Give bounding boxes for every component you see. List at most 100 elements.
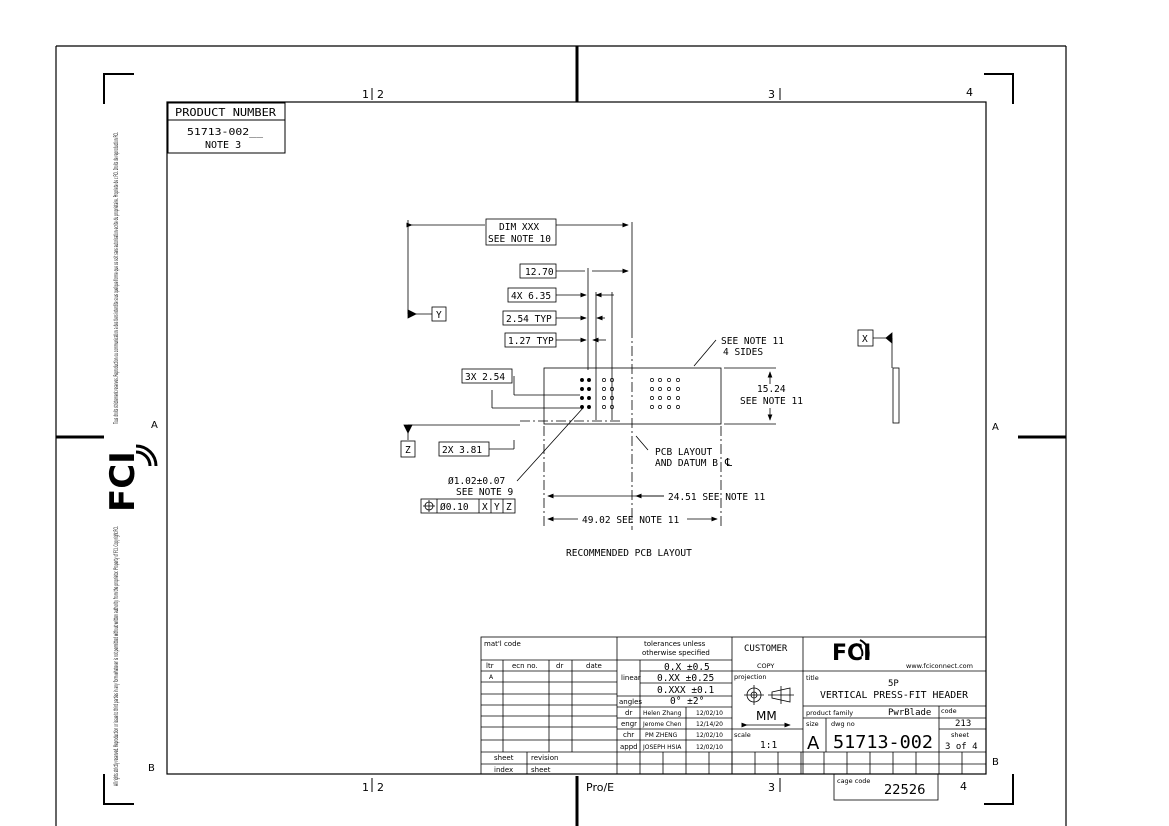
pcb-layout-label: PCB LAYOUT bbox=[655, 447, 712, 458]
pin-hole bbox=[610, 396, 614, 400]
fci-logo-side-text: FCI bbox=[103, 451, 143, 512]
pro-e-label: Pro/E bbox=[586, 781, 614, 794]
dim-2x-3-81: 2X 3.81 bbox=[442, 445, 482, 456]
pin-hole bbox=[658, 396, 662, 400]
dim-12-70: 12.70 bbox=[525, 267, 554, 278]
feature-control-frame: Ø0.10 X Y Z bbox=[420, 498, 516, 514]
appr-role-2: chr bbox=[623, 731, 634, 739]
zone-top-4: 4 bbox=[966, 86, 973, 99]
pin-hole bbox=[580, 387, 584, 391]
product-family-label: product family bbox=[806, 709, 853, 717]
dim-4x-6-35: 4X 6.35 bbox=[511, 291, 551, 302]
third-angle-projection-icon bbox=[744, 685, 794, 705]
fcf-datum-y: Y bbox=[494, 502, 500, 513]
tol-xx: 0.XX ±0.25 bbox=[657, 673, 714, 684]
rev-header-dr: dr bbox=[556, 662, 563, 670]
english-notice: All rights strictly reserved. Reproducti… bbox=[113, 526, 120, 786]
pin-hole bbox=[602, 387, 606, 391]
pin-hole bbox=[667, 405, 671, 409]
tol-angle: 0° ±2° bbox=[670, 696, 704, 707]
drawing-labels: DIM XXX SEE NOTE 10 12.70 4X 6.35 2.54 T… bbox=[400, 218, 874, 559]
pin-hole bbox=[676, 378, 680, 382]
margin-notices: Tous droits strictement reserves. Reprod… bbox=[113, 132, 120, 786]
pin-hole bbox=[650, 387, 654, 391]
pin-hole bbox=[580, 378, 584, 382]
cage-code-label: cage code bbox=[837, 777, 870, 785]
pin-hole bbox=[676, 387, 680, 391]
fcf-tolerance: Ø0.10 bbox=[440, 502, 469, 513]
zone-bottom-4: 4 bbox=[960, 780, 967, 793]
pin-hole bbox=[602, 405, 606, 409]
pcb-drawing bbox=[403, 220, 900, 530]
side-view-body bbox=[892, 367, 900, 424]
datum-y: Y bbox=[436, 310, 442, 321]
appr-name-0: Helen Zhang bbox=[643, 710, 682, 717]
pin-hole bbox=[610, 378, 614, 382]
dwg-no-value: 51713-002 bbox=[833, 732, 933, 753]
french-notice: Tous droits strictement reserves. Reprod… bbox=[113, 132, 120, 424]
size-label: size bbox=[806, 720, 819, 728]
product-number-note: NOTE 3 bbox=[205, 140, 241, 151]
pin-hole bbox=[650, 396, 654, 400]
pin-hole bbox=[587, 405, 591, 409]
sheet-count: 3 of 4 bbox=[945, 742, 978, 752]
rev-header-ltr: ltr bbox=[486, 662, 494, 670]
title-line1: 5P bbox=[888, 679, 899, 689]
pin-hole bbox=[650, 378, 654, 382]
code-label: code bbox=[941, 707, 957, 715]
copy-label: COPY bbox=[757, 662, 774, 670]
dim-2-54-typ: 2.54 TYP bbox=[506, 314, 552, 325]
angles-label: angles bbox=[619, 698, 642, 706]
pin-hole bbox=[676, 405, 680, 409]
centerline-symbol: ℄ bbox=[724, 456, 732, 469]
pin-hole bbox=[602, 378, 606, 382]
fcf-datum-x: X bbox=[482, 502, 488, 513]
appr-role-1: engr bbox=[621, 720, 637, 728]
zone-top-3: 3 bbox=[768, 88, 775, 101]
website: www.fciconnect.com bbox=[906, 662, 973, 670]
scale-label: scale bbox=[734, 731, 751, 739]
dim-xxx-label: DIM XXX bbox=[499, 222, 539, 233]
zone-labels: 1 2 3 4 1 2 3 4 A B A B Pro/E bbox=[148, 86, 999, 794]
appr-date-0: 12/02/10 bbox=[696, 710, 723, 717]
zone-top-1: 1 bbox=[362, 88, 369, 101]
revision-label: revision bbox=[531, 754, 558, 762]
pin-hole bbox=[667, 396, 671, 400]
zone-top-2: 2 bbox=[377, 88, 384, 101]
size-value: A bbox=[807, 733, 820, 754]
dim-49-02: 49.02 SEE NOTE 11 bbox=[582, 515, 680, 526]
signal-arcs-icon bbox=[135, 444, 158, 467]
code-value: 213 bbox=[955, 719, 971, 729]
pin-hole bbox=[587, 387, 591, 391]
matl-code-label: mat'l code bbox=[484, 640, 521, 648]
appr-name-3: JOSEPH HSIA bbox=[642, 744, 682, 751]
pin-hole bbox=[676, 396, 680, 400]
rev-header-date: date bbox=[586, 662, 602, 670]
sheet-count-label: sheet bbox=[951, 731, 970, 739]
appr-name-1: Jerome Chen bbox=[642, 721, 682, 728]
sheet-label: sheet bbox=[494, 754, 514, 762]
rev-header-ecn: ecn no. bbox=[512, 662, 538, 670]
see-note-9: SEE NOTE 9 bbox=[456, 487, 513, 498]
title-line2: VERTICAL PRESS-FIT HEADER bbox=[820, 690, 969, 701]
row-left-a: A bbox=[151, 420, 158, 431]
cage-code: 22526 bbox=[884, 783, 925, 798]
pin-hole bbox=[658, 405, 662, 409]
title-block: mat'l code ltr ecn no. dr date A sheet r… bbox=[480, 636, 987, 801]
product-number-box: PRODUCT NUMBER 51713-002__ NOTE 3 bbox=[167, 102, 286, 154]
pin-hole bbox=[580, 405, 584, 409]
title-label: title bbox=[806, 674, 819, 682]
pin-hole bbox=[602, 396, 606, 400]
row-right-b: B bbox=[992, 757, 999, 768]
datum-x: X bbox=[862, 334, 868, 345]
tol-xxx: 0.XXX ±0.1 bbox=[657, 685, 714, 696]
tol-x: 0.X ±0.5 bbox=[664, 662, 710, 673]
product-number-header: PRODUCT NUMBER bbox=[175, 106, 276, 119]
product-family: PwrBlade bbox=[888, 708, 931, 718]
pin-hole bbox=[610, 387, 614, 391]
rev-row-ltr: A bbox=[489, 674, 494, 681]
projection-label: projection bbox=[734, 673, 766, 681]
appr-date-2: 12/02/10 bbox=[696, 732, 723, 739]
datum-z: Z bbox=[405, 445, 411, 456]
